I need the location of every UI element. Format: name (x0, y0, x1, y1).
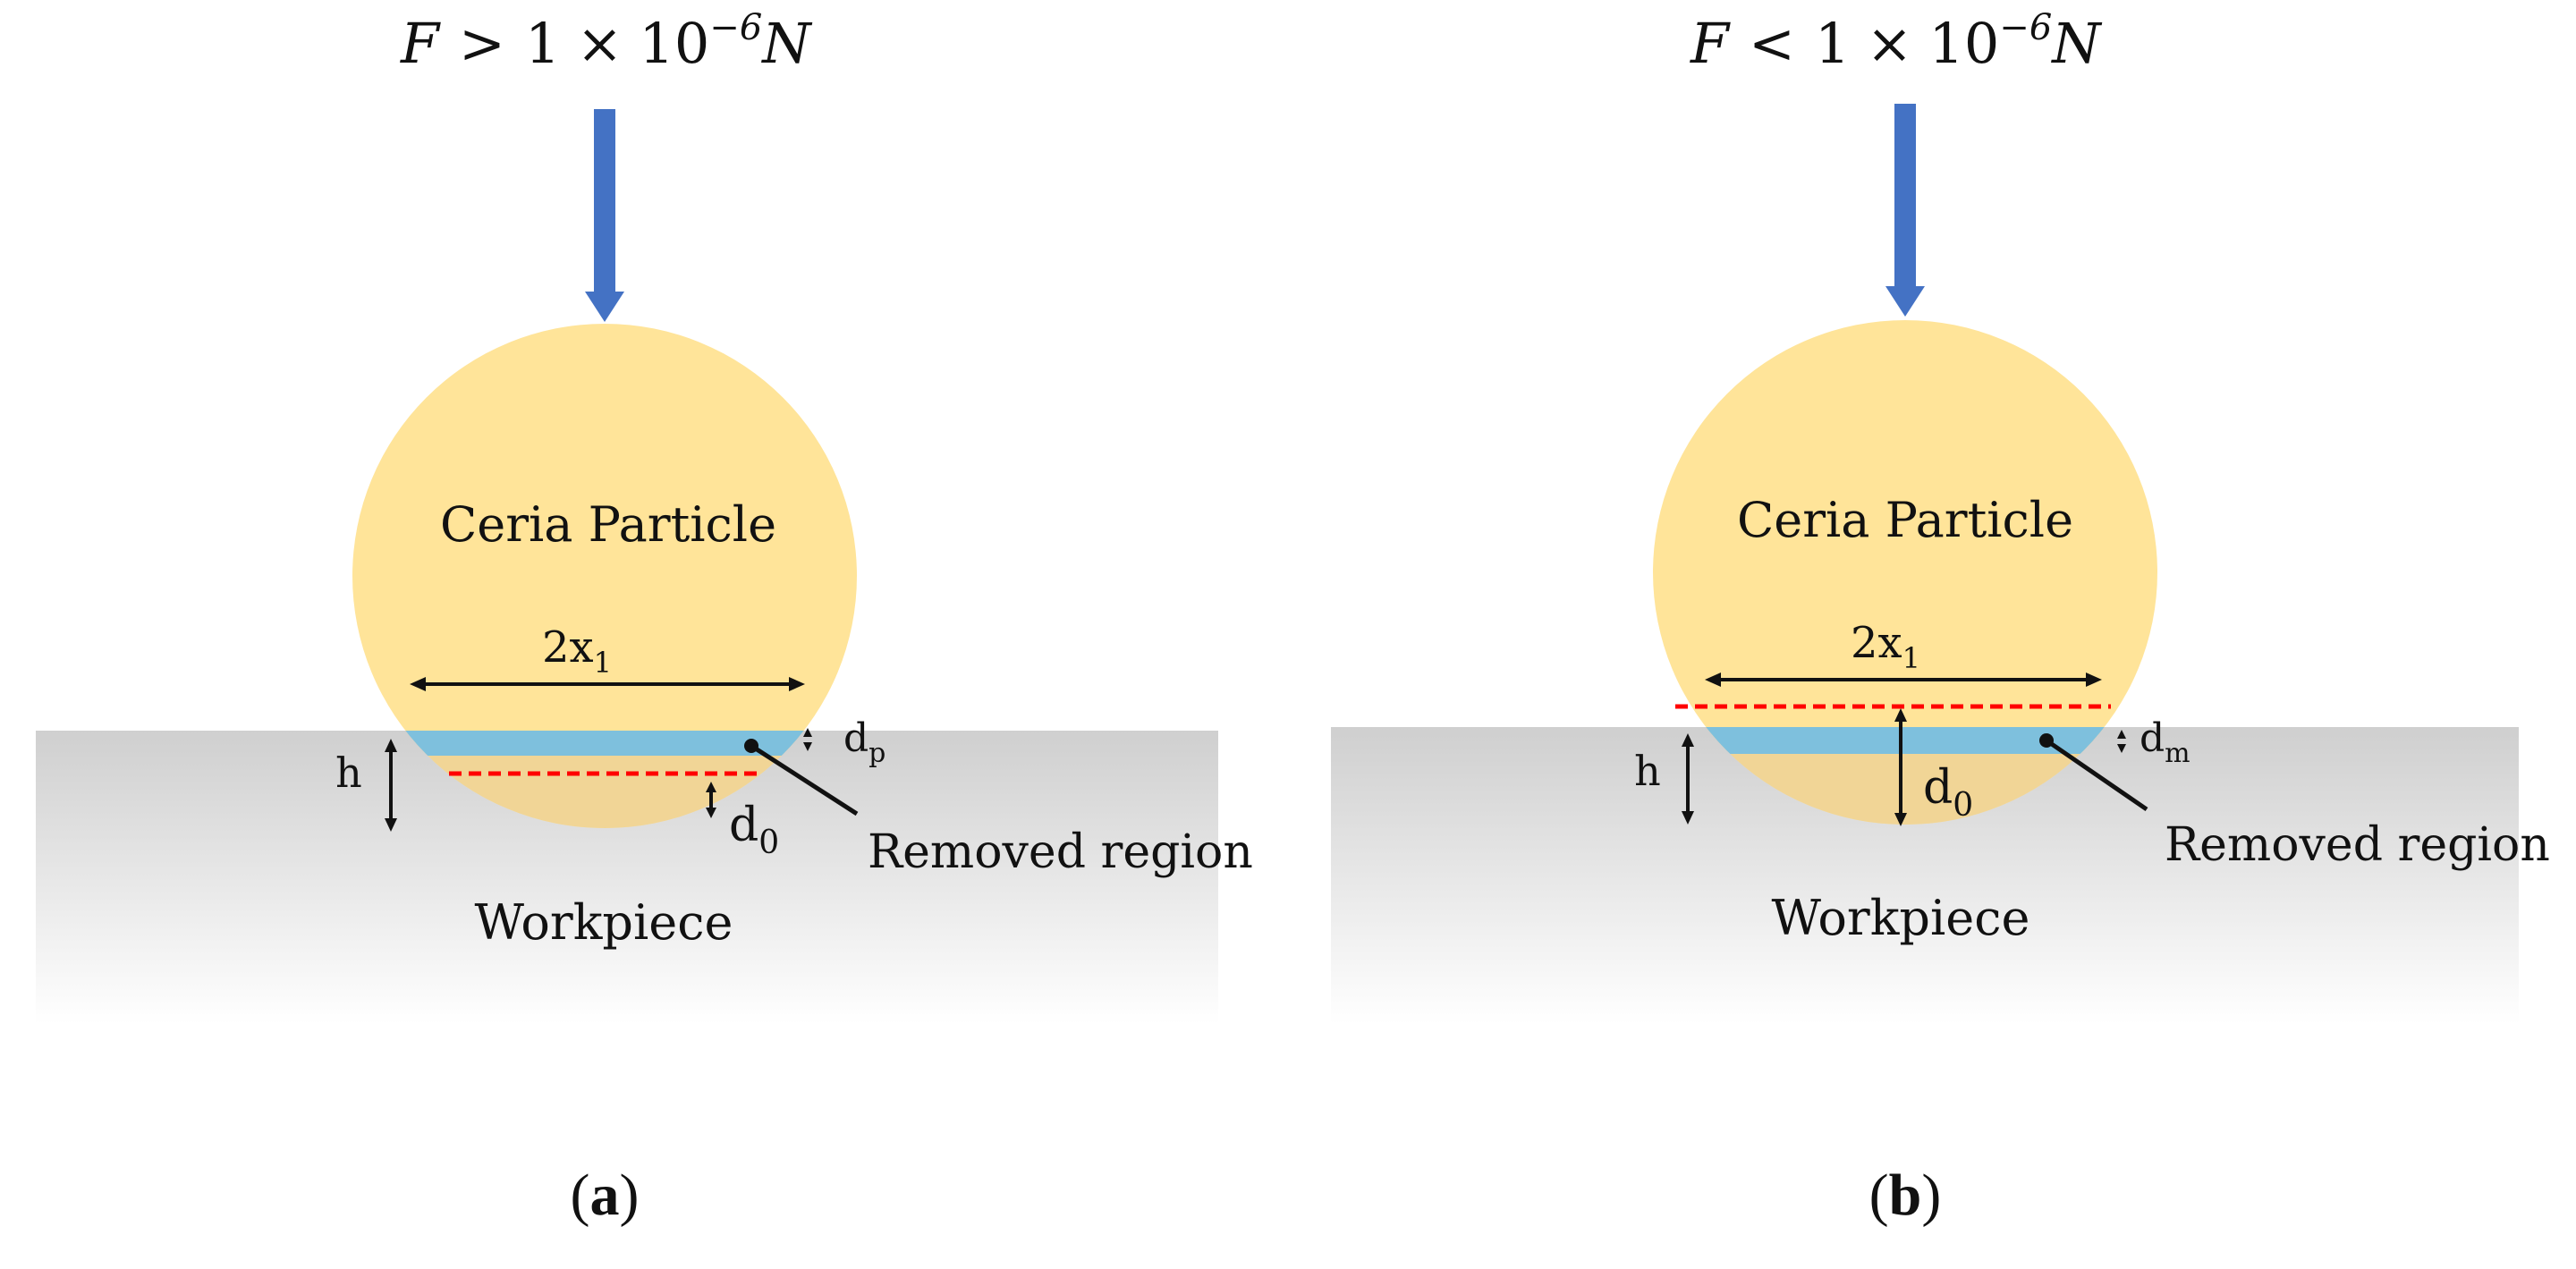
dm-marker (2117, 730, 2126, 753)
force-label: F<1×10−6N (1690, 7, 2103, 76)
removed-region-label: Removed region (868, 825, 1253, 879)
width-label: 2x1 (1851, 618, 1920, 675)
removed-region-pointer (2039, 733, 2148, 812)
force-arrow (585, 109, 624, 322)
panel-a: F>1×10−6N Ceria Particle 2x1 h dp d0 Rem… (36, 7, 1253, 1228)
removed-layer (352, 731, 857, 756)
width-label: 2x1 (542, 622, 612, 680)
dp-marker (803, 728, 812, 751)
h-label: h (335, 749, 362, 797)
particle-label: Ceria Particle (1737, 492, 2073, 548)
width-dimension-arrow (1705, 673, 2102, 687)
removed-layer (1653, 727, 2157, 754)
panel-caption: (a) (571, 1163, 640, 1228)
d0-dimension-arrow (1894, 708, 1907, 826)
removed-region-pointer (744, 739, 859, 816)
h-label: h (1634, 747, 1661, 795)
removed-region-label: Removed region (2165, 818, 2550, 872)
panel-b: F<1×10−6N Ceria Particle 2x1 h dm d0 Rem… (1331, 7, 2550, 1228)
force-arrow (1885, 104, 1925, 317)
workpiece-label: Workpiece (1772, 890, 2030, 946)
force-label: F>1×10−6N (400, 7, 813, 76)
d0-label: d0 (1923, 761, 1973, 824)
ceria-particle (1653, 320, 2157, 825)
particle-label: Ceria Particle (440, 496, 776, 553)
dp-label: dp (843, 715, 886, 769)
workpiece-label: Workpiece (475, 894, 733, 951)
h-dimension-arrow (1682, 733, 1694, 825)
h-dimension-arrow (385, 739, 397, 832)
ceria-particle (352, 324, 857, 828)
panel-caption: (b) (1869, 1163, 1942, 1228)
dm-label: dm (2140, 715, 2190, 769)
d0-label: d0 (729, 799, 779, 861)
d0-dimension-arrow (706, 782, 716, 818)
width-dimension-arrow (410, 677, 805, 691)
